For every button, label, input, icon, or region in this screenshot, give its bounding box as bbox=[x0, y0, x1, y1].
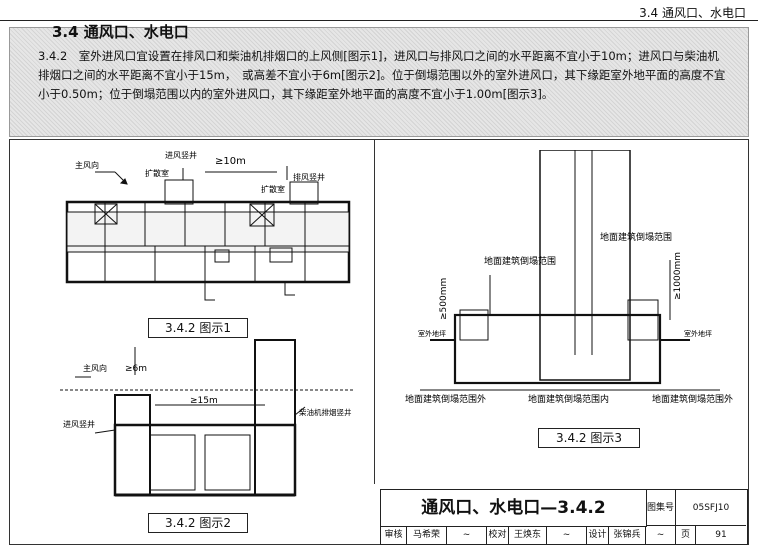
figure2-section: 主风向 ≥6m ≥15m 进风竖井 柴油机排烟竖井 bbox=[60, 339, 355, 497]
page-label: 页 bbox=[676, 526, 696, 544]
check-label: 校对 bbox=[487, 526, 509, 544]
fig2-main-wind-label: 主风向 bbox=[83, 363, 107, 373]
fig1-main-wind-label: 主风向 bbox=[75, 160, 99, 170]
review-label: 审核 bbox=[381, 526, 407, 544]
fig3-h500-label: ≥500mm bbox=[439, 278, 449, 320]
fig3-ground-left-label: 室外地坪 bbox=[418, 329, 446, 338]
fig3-outside-right-label: 地面建筑倒塌范围外 bbox=[652, 393, 733, 405]
designer-signature: ~ bbox=[646, 526, 676, 544]
top-rule bbox=[0, 20, 758, 21]
drawing-frame bbox=[9, 139, 749, 545]
checker-name: 王焕东 bbox=[509, 526, 547, 544]
fig1-intake-label: 进风竖井 bbox=[165, 150, 197, 160]
figure3-section: 地面建筑倒塌范围 地面建筑倒塌范围 ≥500mm ≥1000mm 室外地坪 室外… bbox=[405, 150, 733, 405]
fig3-outside-left-label: 地面建筑倒塌范围外 bbox=[405, 393, 486, 405]
section-text-panel bbox=[9, 27, 749, 137]
figure3-caption: 3.4.2 图示3 bbox=[538, 428, 640, 448]
designer-name: 张锦兵 bbox=[609, 526, 646, 544]
fig1-diffuser-right-label: 扩散室 bbox=[261, 184, 285, 194]
page-number: 91 bbox=[715, 530, 727, 540]
checker-signature: ~ bbox=[547, 526, 587, 544]
fig2-diesel-label: 柴油机排烟竖井 bbox=[299, 407, 352, 417]
fig2-intake-label: 进风竖井 bbox=[63, 419, 95, 429]
section-title: 3.4 通风口、水电口 bbox=[52, 23, 189, 41]
reviewer-signature: ~ bbox=[447, 526, 487, 544]
fig1-exhaust-label: 排风竖井 bbox=[293, 172, 325, 182]
fig3-inside-label: 地面建筑倒塌范围内 bbox=[528, 393, 609, 405]
title-block: 通风口、水电口—3.4.2 图集号 05SFJ10 审核 马希荣 ~ 校对 王焕… bbox=[380, 489, 748, 545]
fig3-zone-left-label: 地面建筑倒塌范围 bbox=[484, 255, 556, 267]
fig2-distance-label: ≥15m bbox=[190, 396, 218, 406]
fig3-h1000-label: ≥1000mm bbox=[673, 252, 683, 300]
chapter-header: 3.4 通风口、水电口 bbox=[639, 6, 746, 20]
fig2-height-label: ≥6m bbox=[125, 364, 147, 374]
reviewer-name: 马希荣 bbox=[407, 526, 447, 544]
column-divider bbox=[374, 139, 375, 484]
figure1-caption: 3.4.2 图示1 bbox=[148, 318, 248, 338]
figure1-floor-plan: 主风向 进风竖井 扩散室 ≥10m 扩散室 排风竖井 bbox=[65, 150, 351, 301]
set-label: 图集号 bbox=[646, 490, 676, 526]
fig3-zone-right-label: 地面建筑倒塌范围 bbox=[600, 231, 672, 243]
figure2-caption: 3.4.2 图示2 bbox=[148, 513, 248, 533]
title-block-row: 审核 马希荣 ~ 校对 王焕东 ~ 设计 张锦兵 ~ 页 91 bbox=[381, 526, 749, 544]
section-body: 3.4.2 室外进风口宜设置在排风口和柴油机排烟口的上风侧[图示1]，进风口与排… bbox=[38, 49, 726, 101]
fig1-diffuser-left-label: 扩散室 bbox=[145, 168, 169, 178]
set-number: 05SFJ10 bbox=[676, 490, 746, 526]
title-block-title: 通风口、水电口—3.4.2 bbox=[381, 490, 647, 527]
fig3-ground-right-label: 室外地坪 bbox=[684, 329, 712, 338]
fig1-distance-label: ≥10m bbox=[215, 156, 246, 167]
design-label: 设计 bbox=[587, 526, 609, 544]
